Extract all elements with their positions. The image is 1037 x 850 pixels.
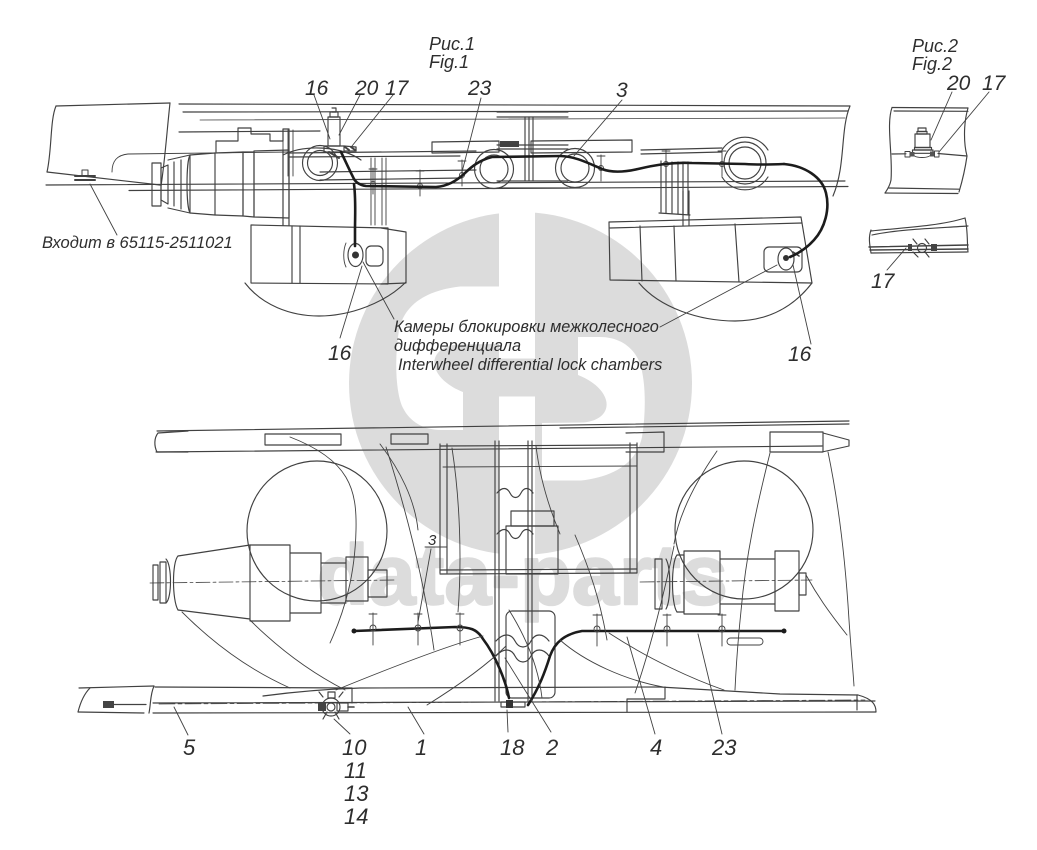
svg-text:17: 17 [871, 270, 896, 293]
svg-text:16: 16 [305, 77, 329, 100]
svg-text:20: 20 [354, 77, 379, 100]
svg-text:Fig.2: Fig.2 [912, 54, 952, 74]
svg-text:Камеры блокировки межколесного: Камеры блокировки межколесного [394, 318, 659, 336]
svg-text:10: 10 [342, 735, 367, 760]
svg-text:2: 2 [545, 735, 558, 760]
svg-text:Puc.2: Puc.2 [912, 36, 958, 56]
svg-text:5: 5 [183, 735, 196, 760]
svg-text:14: 14 [344, 804, 368, 829]
svg-text:13: 13 [344, 781, 369, 806]
svg-text:16: 16 [788, 343, 812, 366]
svg-text:18: 18 [500, 735, 525, 760]
svg-text:20: 20 [946, 72, 971, 95]
svg-text:23: 23 [711, 735, 737, 760]
svg-text:17: 17 [385, 77, 410, 100]
svg-text:дифференциала: дифференциала [394, 337, 521, 355]
svg-text:Входит в 65115-2511021: Входит в 65115-2511021 [42, 234, 233, 252]
svg-text:1: 1 [415, 735, 427, 760]
svg-text:16: 16 [328, 342, 352, 365]
svg-text:3: 3 [428, 532, 437, 549]
svg-text:11: 11 [344, 758, 367, 783]
svg-text:23: 23 [467, 77, 492, 100]
svg-text:3: 3 [616, 79, 628, 102]
svg-text:Fig.1: Fig.1 [429, 52, 469, 72]
svg-text:Рис.1: Рис.1 [429, 34, 475, 54]
svg-text:4: 4 [650, 735, 662, 760]
svg-text:17: 17 [982, 72, 1007, 95]
svg-text:Interwheel differential lock: Interwheel differential lock chambers [398, 356, 662, 374]
